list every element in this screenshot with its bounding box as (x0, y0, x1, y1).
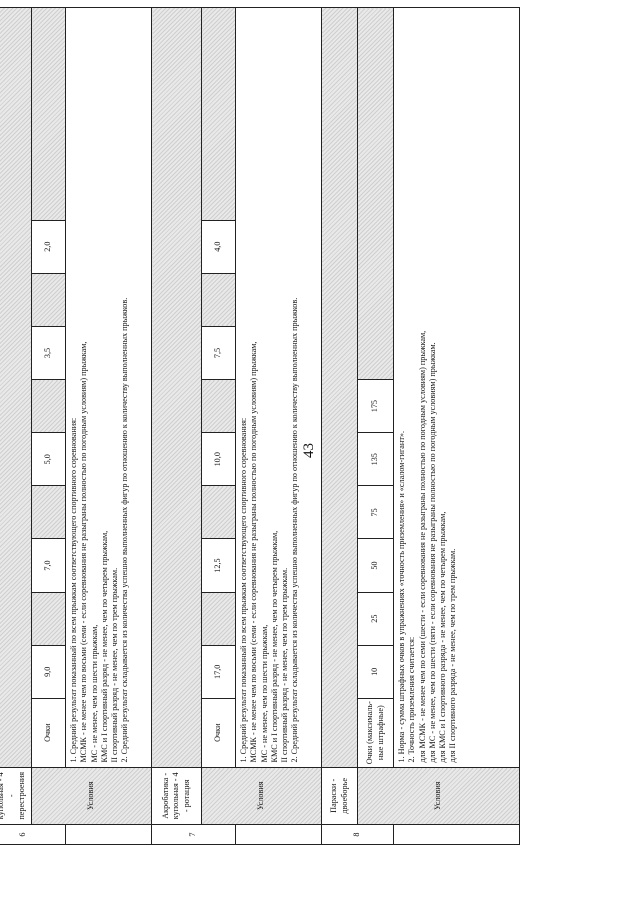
table-row: Условия Очки (максималь-ные штрафные) 10… (357, 7, 520, 845)
score-value: 75 (357, 485, 394, 539)
conditions-line: для МС - не менее, чем по шести (пяти - … (427, 342, 437, 763)
score-spacer (201, 273, 236, 327)
conditions-line: 1. Средний результат показанный по всем … (69, 417, 78, 763)
score-value: 2,0 (31, 220, 66, 274)
conditions-line: II спортивный разряд - не менее, чем по … (280, 567, 289, 763)
score-spacer (31, 7, 66, 221)
score-spacer (201, 379, 236, 433)
table-row: 8 Параски - двоеборье (321, 7, 394, 845)
score-value: 10 (357, 645, 394, 699)
conditions-line: 1. Норма - сумма штрафных очков в упражн… (397, 430, 406, 763)
score-spacer (201, 592, 236, 646)
conditions-line: 1. Средний результат показанный по всем … (239, 417, 248, 763)
score-value: 50 (357, 538, 394, 593)
score-value: 135 (357, 432, 394, 486)
score-value: 5,0 (31, 432, 66, 486)
norms-table: 6 Акробатика - купольная - 4 - перестрое… (0, 7, 520, 845)
table-row: 1. Средний результат показанный по всем … (235, 7, 322, 845)
table-row: Условия Очки 9,0 7,0 5,0 3,5 2,0 (31, 7, 152, 845)
conditions-label: Условия (201, 767, 322, 825)
conditions-line: МС - не менее, чем по шести прыжкам, (89, 624, 99, 763)
score-spacer (357, 7, 394, 380)
table-row: 1. Средний результат показанный по всем … (65, 7, 152, 845)
shaded-header-strip (0, 7, 32, 768)
section-number: 6 (0, 824, 66, 845)
score-value: 25 (357, 592, 394, 646)
score-value: 10,0 (201, 432, 236, 486)
discipline-name: Акробатика - купольная - 4 - ротация (151, 767, 202, 825)
conditions-line: 2. Средний результат складывается из кол… (290, 297, 300, 763)
section-number: 8 (321, 824, 394, 845)
conditions-text: 1. Норма - сумма штрафных очков в упражн… (393, 7, 520, 768)
shaded-header-strip (151, 7, 202, 768)
score-value: 7,5 (201, 326, 236, 380)
score-label: Очки (максималь-ные штрафные) (357, 698, 394, 768)
score-value: 12,5 (201, 538, 236, 593)
table-row: 6 Акробатика - купольная - 4 - перестрое… (0, 7, 66, 845)
conditions-label: Условия (357, 767, 520, 825)
section-number-spacer (235, 824, 322, 845)
score-value: 3,5 (31, 326, 66, 380)
discipline-name: Параски - двоеборье (321, 767, 358, 825)
score-spacer (201, 485, 236, 539)
conditions-text: 1. Средний результат показанный по всем … (65, 7, 152, 768)
table-row: 1. Норма - сумма штрафных очков в упражн… (393, 7, 520, 845)
score-label: Очки (31, 698, 66, 768)
score-spacer (31, 592, 66, 646)
conditions-line: II спортивный разряд - не менее, чем по … (110, 567, 119, 763)
section-number-spacer (393, 824, 520, 845)
score-value: 7,0 (31, 538, 66, 593)
score-value: 9,0 (31, 645, 66, 699)
conditions-line: МСМК - не менее чем по восьми (семи - ес… (249, 341, 259, 763)
shaded-header-strip (321, 7, 358, 768)
conditions-line: 2. Точность приземления считается: (407, 636, 417, 763)
score-label: Очки (201, 698, 236, 768)
conditions-line: КМС и I спортивный разряд - не менее, че… (269, 530, 279, 763)
score-spacer (31, 485, 66, 539)
section-number-spacer (65, 824, 152, 845)
conditions-line: для КМС и I спортивного разряда - не мен… (438, 511, 447, 763)
conditions-label: Условия (31, 767, 152, 825)
conditions-line: 2. Средний результат складывается из кол… (120, 297, 130, 763)
score-spacer (31, 379, 66, 433)
discipline-name: Акробатика - купольная - 4 - перестроени… (0, 767, 32, 825)
score-value: 175 (357, 379, 394, 433)
conditions-line: МСМК - не менее чем по восьми (семи - ес… (79, 341, 89, 763)
section-number: 7 (151, 824, 236, 845)
rotated-table-sheet: 6 Акробатика - купольная - 4 - перестрое… (0, 7, 520, 845)
table-row: Условия Очки 17,0 12,5 10,0 7,5 4,0 (201, 7, 322, 845)
conditions-line: КМС и I спортивный разряд - не менее, че… (99, 530, 109, 763)
conditions-text: 1. Средний результат показанный по всем … (235, 7, 322, 768)
score-spacer (201, 7, 236, 221)
score-value: 4,0 (201, 220, 236, 274)
table-row: 7 Акробатика - купольная - 4 - ротация (151, 7, 236, 845)
score-value: 17,0 (201, 645, 236, 699)
score-spacer (31, 273, 66, 327)
conditions-line: для II спортивного разряда - не менее, ч… (448, 548, 458, 763)
conditions-line: МС - не менее, чем по шести прыжкам, (259, 624, 269, 763)
conditions-line: для МСМК - не менее чем по семи (шести -… (417, 330, 427, 763)
